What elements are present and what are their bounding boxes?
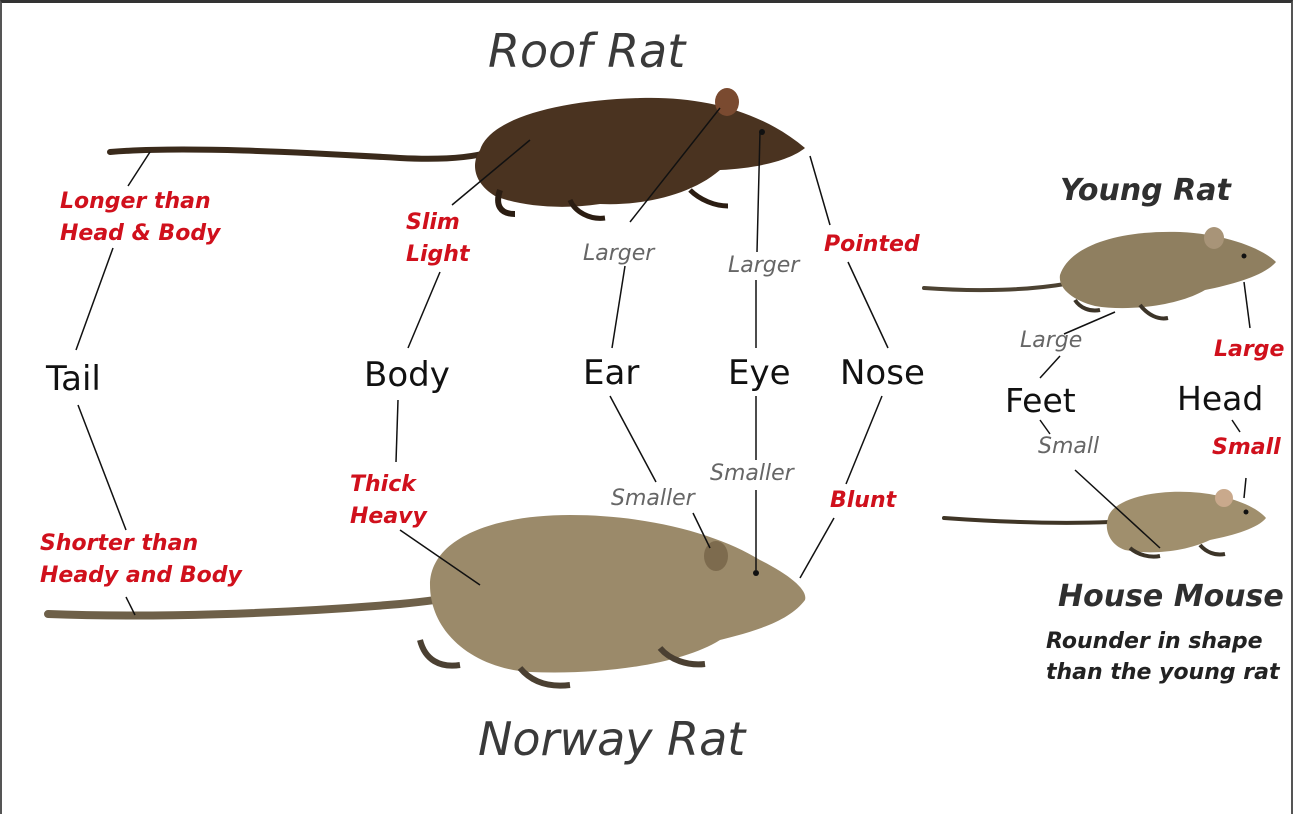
roof-rat-ear-trait: Larger: [583, 241, 655, 266]
feature-body: Body: [364, 355, 450, 395]
roof-rat-eye-trait: Larger: [728, 253, 800, 278]
young-rat-head-trait: Large: [1214, 337, 1285, 362]
young-rat-title: Young Rat: [1060, 173, 1231, 208]
connector-lines: [75, 107, 1251, 616]
norway-rat-body-trait: Thick Heavy: [350, 469, 427, 533]
roof-rat-tail-trait: Longer than Head & Body: [60, 186, 220, 250]
norway-rat-tail-trait-line1: Shorter than: [40, 531, 199, 556]
roof-rat-body-trait: Slim Light: [406, 207, 470, 271]
young-rat-feet-trait: Large: [1020, 328, 1083, 353]
feature-feet: Feet: [1005, 381, 1076, 420]
norway-rat-body-trait-line2: Heavy: [350, 504, 427, 529]
feature-tail: Tail: [46, 359, 101, 399]
norway-rat-illustration: [44, 515, 806, 689]
roof-rat-tail-trait-line2: Head & Body: [60, 221, 221, 246]
feature-ear: Ear: [583, 353, 640, 393]
house-mouse-feet-trait: Small: [1038, 434, 1100, 459]
norway-rat-title: Norway Rat: [478, 712, 746, 766]
house-mouse-note-line2: than the young rat: [1046, 660, 1280, 685]
roof-rat-title: Roof Rat: [488, 24, 686, 78]
roof-rat-nose-trait: Pointed: [824, 232, 920, 257]
house-mouse-title: House Mouse: [1058, 579, 1284, 614]
norway-rat-eye-trait: Smaller: [710, 461, 794, 486]
house-mouse-illustration: [942, 489, 1266, 559]
young-rat-illustration: [922, 227, 1276, 321]
feature-eye: Eye: [728, 353, 791, 393]
house-mouse-note-line1: Rounder in shape: [1046, 629, 1263, 654]
roof-rat-body-trait-line1: Slim: [406, 210, 460, 235]
roof-rat-tail-trait-line1: Longer than: [60, 189, 211, 214]
norway-rat-nose-trait: Blunt: [830, 488, 897, 513]
house-mouse-head-trait: Small: [1212, 435, 1281, 460]
norway-rat-body-trait-line1: Thick: [350, 472, 416, 497]
norway-rat-tail-trait-line2: Heady and Body: [40, 563, 242, 588]
roof-rat-illustration: [107, 88, 805, 221]
feature-head: Head: [1177, 379, 1264, 418]
feature-nose: Nose: [840, 353, 925, 393]
norway-rat-ear-trait: Smaller: [611, 486, 695, 511]
norway-rat-tail-trait: Shorter than Heady and Body: [40, 528, 242, 592]
house-mouse-note: Rounder in shape than the young rat: [1046, 626, 1280, 688]
roof-rat-body-trait-line2: Light: [406, 242, 470, 267]
